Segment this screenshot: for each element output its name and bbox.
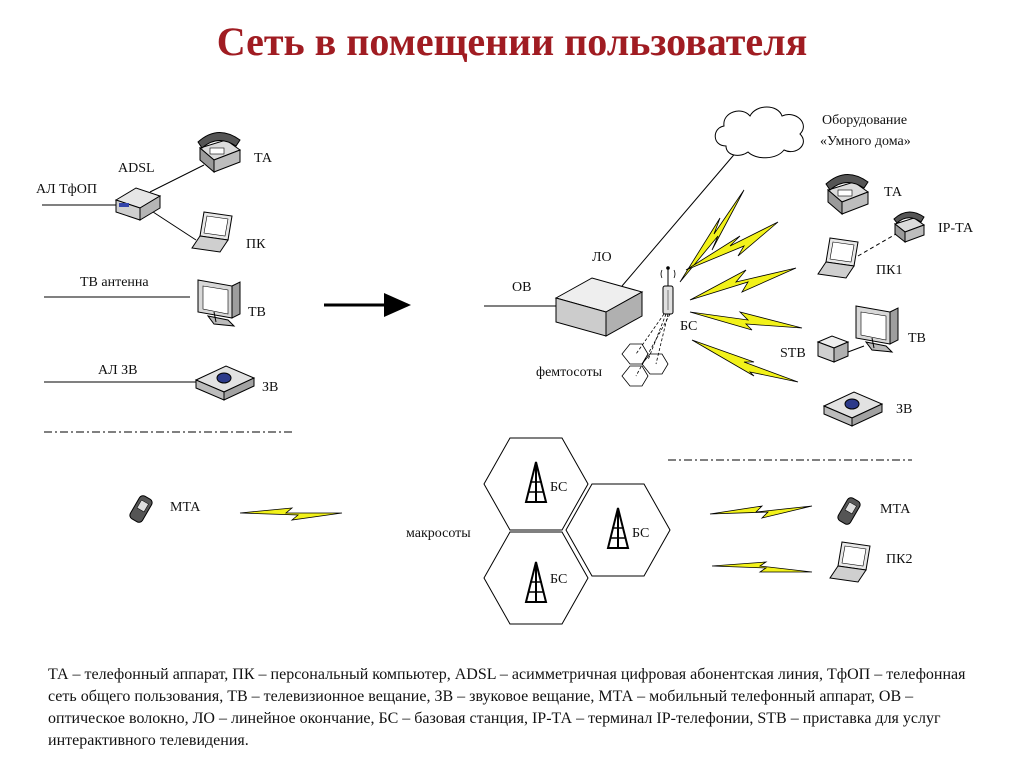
line-termination-box-icon [554,277,644,337]
radio-speaker-icon [194,365,256,401]
mobile-phone-icon [129,495,153,523]
ov-label: ОВ [512,280,531,295]
telephone-icon [197,132,242,174]
femtocells-label: фемтосоты [536,365,603,380]
cell-tower-icon [524,461,548,503]
zv-left-label: ЗВ [262,380,278,395]
ip-ta-label: IP-ТА [938,221,974,236]
adsl-label: ADSL [118,161,155,176]
wireless-signals-femto [679,189,803,383]
al-tfop-label: АЛ ТфОП [36,182,97,197]
mta-right-label: МТА [880,502,911,517]
mta-left-label: МТА [170,500,201,515]
ta-left-label: ТА [254,151,273,166]
adsl-to-phone-line [149,164,205,193]
legend-text: ТА – телефонный аппарат, ПК – персональн… [48,666,966,749]
telephone-icon [825,174,870,216]
pk1-label: ПК1 [876,263,902,278]
femto-base-station-icon [660,266,676,315]
laptop-icon [191,211,233,253]
ta-right-label: ТА [884,185,903,200]
set-top-box-icon [816,335,865,363]
cell-tower-icon [606,507,630,549]
cloud-icon [714,106,804,159]
bs-macro-label: БС [550,480,567,495]
tv-left-label: ТВ [248,305,266,320]
zv-right-label: ЗВ [896,402,912,417]
bs-macro-label: БС [632,526,649,541]
laptop-icon [829,541,871,583]
tv-antenna-label: ТВ антенна [80,275,149,290]
cell-tower-icon [524,561,548,603]
femtocell-hexagons [621,343,669,387]
smart-home-label-line1: Оборудование [822,113,907,128]
adsl-modem-icon [114,187,162,221]
tv-monitor-icon [855,305,899,353]
lo-to-cloud-line [621,149,739,287]
radio-speaker-icon [822,391,884,427]
pk2-label: ПК2 [886,552,912,567]
tv-right-label: ТВ [908,331,926,346]
laptop-icon [817,237,859,279]
page-title: Сеть в помещении пользователя [216,19,808,64]
pk1-to-ipta-dashed-line [857,233,897,257]
smart-home-label-line2: «Умного дома» [820,134,911,149]
bs-femto-label: БС [680,319,697,334]
wireless-signal-left-mta [239,507,343,521]
mobile-phone-icon [837,497,861,525]
pk-left-label: ПК [246,237,266,252]
macrocells-label: макросоты [406,526,471,541]
lo-label: ЛО [592,250,612,265]
al-zv-label: АЛ ЗВ [98,363,137,378]
ip-phone-icon [893,211,926,244]
bs-macro-label: БС [550,572,567,587]
femtocell-dashed-links [635,313,671,377]
wireless-signals-macro [709,505,813,573]
tv-monitor-icon [197,279,241,327]
adsl-to-pc-line [149,209,197,241]
stb-label: STB [780,346,806,361]
